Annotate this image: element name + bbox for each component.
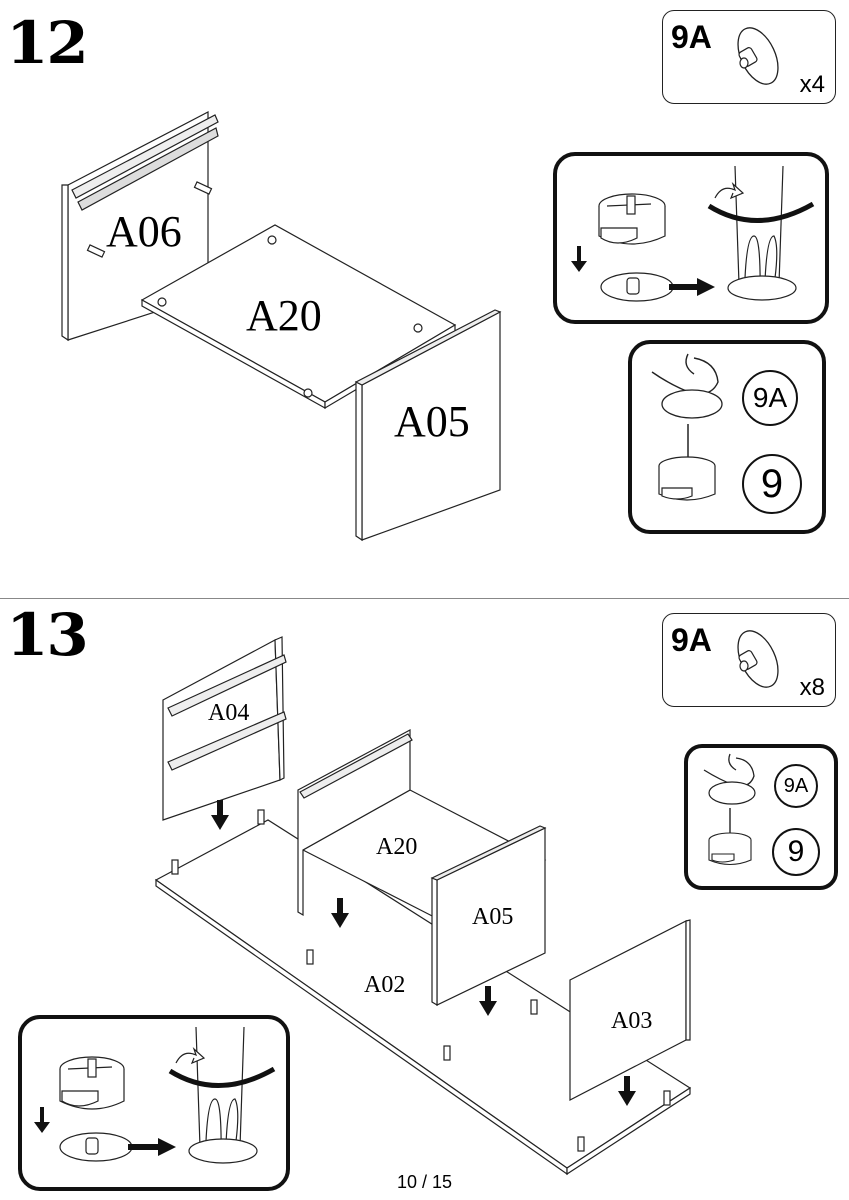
down-arrow-icon [211,800,229,830]
hardware-9-badge: 9 [772,828,820,876]
hardware-9a-badge: 9A [774,764,818,808]
cam-cover-icon [737,27,779,85]
step-number: 13 [6,601,89,669]
cam-lock-icon [598,193,666,245]
hardware-id: 9A [671,622,712,658]
cam-cover-icon [737,630,779,688]
down-arrow-icon [34,1107,50,1133]
part-label-a06: A06 [106,207,182,256]
down-arrow-icon [618,1076,636,1106]
step-divider [0,598,849,599]
step-number: 12 [6,9,89,77]
cam-lock-icon [708,832,752,866]
part-label-a20: A20 [376,834,418,860]
right-arrow-icon [128,1138,176,1156]
cover-cap-detail: 9A 9 [684,744,838,890]
cover-cap-diagram [703,753,756,866]
hardware-quantity: x4 [799,71,825,98]
cover-cap-icon [661,389,723,419]
hardware-id: 9A [671,19,712,55]
cover-cap-diagram [651,353,723,501]
rotate-arrow-icon [707,201,815,223]
part-label-a05: A05 [472,904,514,930]
part-label-a03: A03 [611,1008,653,1034]
cam-lock-diagram [571,165,815,302]
down-arrow-icon [571,246,587,272]
down-arrow-icon [331,898,349,928]
part-label-a02: A02 [364,972,406,998]
step-12-assembly-diagram [61,111,502,542]
part-label-a04: A04 [208,700,250,726]
hardware-box: 9A x4 [662,10,836,104]
hardware-9a-badge: 9A [742,370,798,426]
cover-cap-detail: 9A 9 [628,340,826,534]
right-arrow-icon [669,278,715,296]
panel-a20-side [297,728,411,917]
down-arrow-icon [479,986,497,1016]
cam-lock-detail [18,1015,290,1191]
cam-lock-icon [59,1056,125,1110]
cam-lock-icon [658,456,716,501]
hardware-9-badge: 9 [742,454,802,514]
part-label-a05: A05 [394,397,470,446]
rotate-arrow-icon [168,1066,276,1088]
cam-lock-diagram [34,1026,276,1164]
hardware-quantity: x8 [799,674,825,701]
hardware-box: 9A x8 [662,613,836,707]
cam-lock-detail [553,152,829,324]
page-number: 10 / 15 [396,1172,453,1192]
cover-cap-icon [708,781,756,805]
part-label-a20: A20 [246,291,322,340]
screwdriver-icon [188,1026,258,1164]
